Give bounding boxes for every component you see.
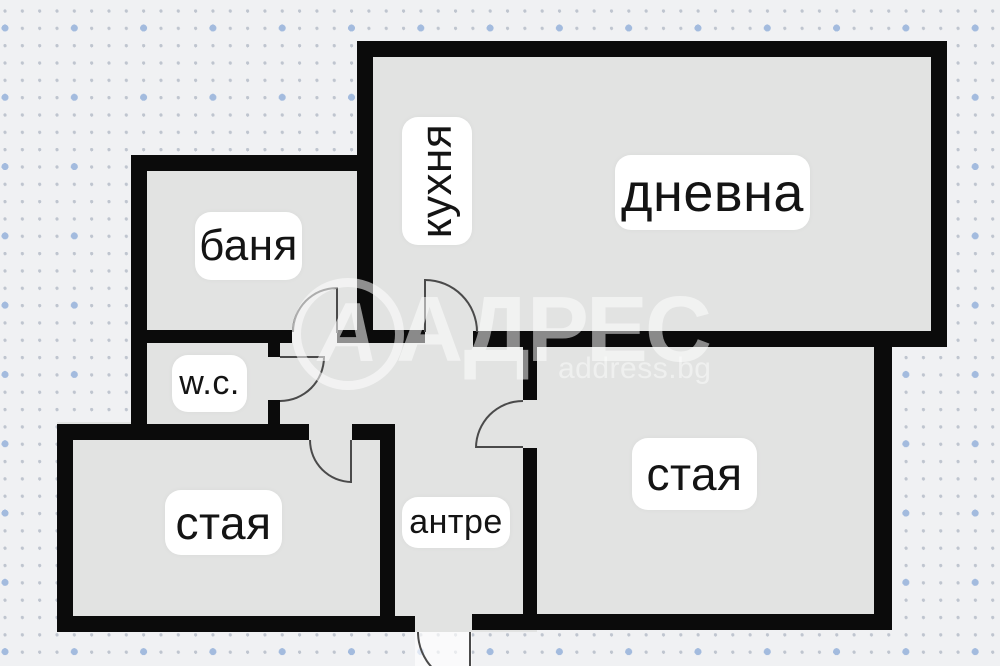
door-leaf-entry <box>469 632 471 666</box>
wall-wc-right-lower <box>268 400 280 424</box>
wall-hall-left <box>380 424 395 632</box>
wall-hall-room-divider-lower <box>523 448 537 615</box>
room-label-staya-left: стая <box>165 490 282 555</box>
room-label-staya-right: стая <box>632 438 757 510</box>
wall-hall-top-mid <box>337 330 425 343</box>
room-label-staya-left-text: стая <box>175 496 272 549</box>
wall-bottom-left <box>57 616 415 632</box>
room-label-kuhnya-text: кухня <box>412 123 461 239</box>
door-leaf-living <box>424 279 426 332</box>
room-label-dnevna-text: дневна <box>621 162 804 223</box>
wall-top-outer <box>357 41 947 57</box>
wall-right-upper-block <box>931 41 947 347</box>
room-label-wc: w.c. <box>172 355 247 412</box>
wall-bath-bottom <box>131 330 292 343</box>
door-leaf-bath <box>336 287 338 333</box>
door-leaf-wc <box>280 356 325 358</box>
wall-hall-top-right <box>473 331 947 347</box>
room-label-kuhnya: кухня <box>402 117 472 245</box>
door-arc-entry <box>417 632 470 666</box>
room-label-antre: антре <box>402 497 510 548</box>
wall-room-right-outer <box>874 332 892 630</box>
door-leaf-room-left <box>350 440 352 483</box>
room-label-banya: баня <box>195 212 302 280</box>
wall-left-outer-lower <box>57 424 73 632</box>
wall-left-outer-upper <box>131 155 147 424</box>
room-label-banya-text: баня <box>199 221 298 270</box>
wall-kitchen-bath-divider <box>357 41 373 331</box>
floor-hallway <box>280 330 537 632</box>
room-label-antre-text: антре <box>409 503 503 541</box>
door-leaf-room-right <box>476 446 523 448</box>
wall-bath-top <box>131 155 373 171</box>
wall-room-left-top-a <box>57 424 309 440</box>
wall-hall-room-divider-upper <box>523 344 537 400</box>
wall-wc-right-upper <box>268 338 280 357</box>
room-label-staya-right-text: стая <box>646 448 743 500</box>
room-label-wc-text: w.c. <box>179 364 240 402</box>
wall-bottom-right <box>472 614 892 630</box>
room-label-dnevna: дневна <box>615 155 810 230</box>
